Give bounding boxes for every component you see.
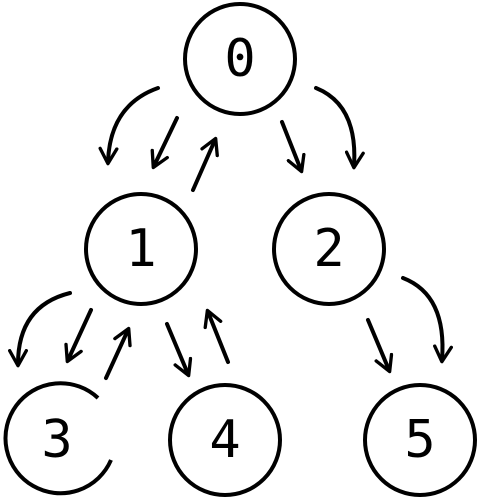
- edge-0-1-curved-arrow: [98, 86, 160, 166]
- node-0-circle: [183, 2, 297, 116]
- node-2-label: 2: [313, 219, 344, 279]
- edge-2-5-curved-arrow: [401, 276, 453, 364]
- edge-3-1-up-arrow: [104, 326, 132, 380]
- node-2-circle: [272, 192, 386, 306]
- node-1: 1: [84, 192, 198, 306]
- edge-2-5-down-arrow: [366, 318, 394, 374]
- edge-4-1-up-arrow: [203, 308, 230, 364]
- node-5: 5: [363, 383, 477, 497]
- node-1-label: 1: [125, 219, 156, 279]
- edge-1-0-up-arrow: [191, 136, 219, 192]
- node-2: 2: [272, 192, 386, 306]
- edge-1-4-down-arrow: [165, 322, 193, 378]
- edge-1-3-down-arrow: [64, 308, 93, 364]
- node-5-circle: [363, 383, 477, 497]
- node-3-label: 3: [41, 410, 72, 470]
- node-4: 4: [168, 383, 282, 497]
- edge-0-2-down-arrow: [280, 120, 306, 174]
- node-4-label: 4: [209, 410, 240, 470]
- node-4-circle: [168, 383, 282, 497]
- edge-0-1-down-arrow: [150, 116, 179, 170]
- node-0-label: 0: [224, 29, 255, 89]
- node-3: 3: [3, 381, 113, 496]
- node-1-circle: [84, 192, 198, 306]
- node-5-label: 5: [404, 410, 435, 470]
- edge-0-2-curved-arrow: [314, 86, 365, 170]
- edge-1-3-curved-arrow: [8, 291, 72, 368]
- node-0: 0: [183, 2, 297, 116]
- node-3-circle: [3, 381, 113, 496]
